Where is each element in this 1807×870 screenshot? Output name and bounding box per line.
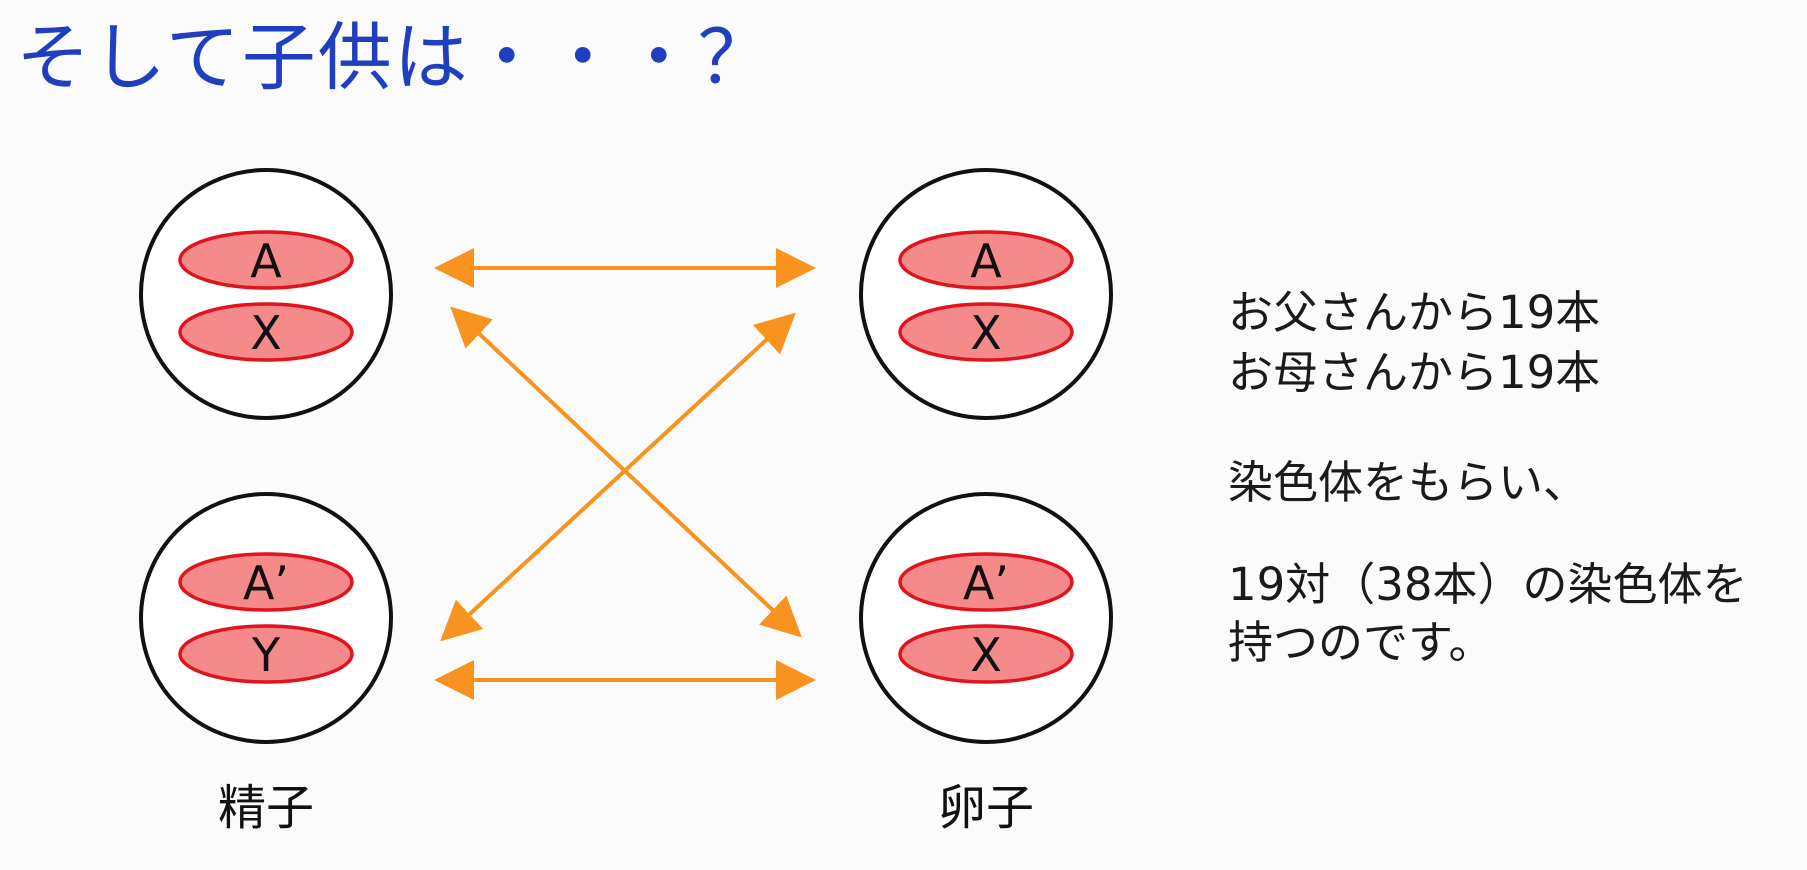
description-receive: 染色体をもらい、	[1228, 456, 1589, 509]
cell-outline	[859, 168, 1113, 420]
chromosome	[178, 302, 354, 362]
sperm-cell-top: A X	[139, 168, 393, 420]
chromosome-label: X	[970, 628, 1002, 682]
chromosome-label: X	[970, 306, 1002, 360]
egg-cell-bottom: A’ X	[859, 492, 1113, 744]
sperm-cell-bottom: A’ Y	[139, 492, 393, 744]
cell-outline	[139, 168, 393, 420]
arrow-diagonal-up	[440, 312, 796, 642]
chromosome	[898, 624, 1074, 684]
chromosome-label: Y	[251, 628, 281, 682]
egg-cell-top: A X	[859, 168, 1113, 420]
chromosome-label: A	[250, 234, 282, 288]
page-title: そして子供は・・・？	[16, 15, 774, 101]
cell-outline	[859, 492, 1113, 744]
chromosome	[178, 624, 354, 684]
cell-outline	[139, 492, 393, 744]
description-father: お父さんから19本	[1228, 286, 1601, 339]
chromosome	[178, 552, 354, 612]
chromosome-label: X	[250, 306, 282, 360]
chromosome-label: A	[970, 234, 1002, 288]
chromosome	[178, 230, 354, 290]
chromosome-label: A’	[963, 556, 1009, 610]
egg-label: 卵子	[937, 780, 1034, 836]
description-mother: お母さんから19本	[1228, 346, 1601, 399]
chromosome-label: A’	[243, 556, 289, 610]
chromosome	[898, 302, 1074, 362]
description-have: 持つのです。	[1228, 616, 1494, 669]
description-pairs: 19対（38本）の染色体を	[1228, 558, 1748, 611]
chromosome	[898, 552, 1074, 612]
chromosome	[898, 230, 1074, 290]
sperm-label: 精子	[217, 780, 314, 836]
